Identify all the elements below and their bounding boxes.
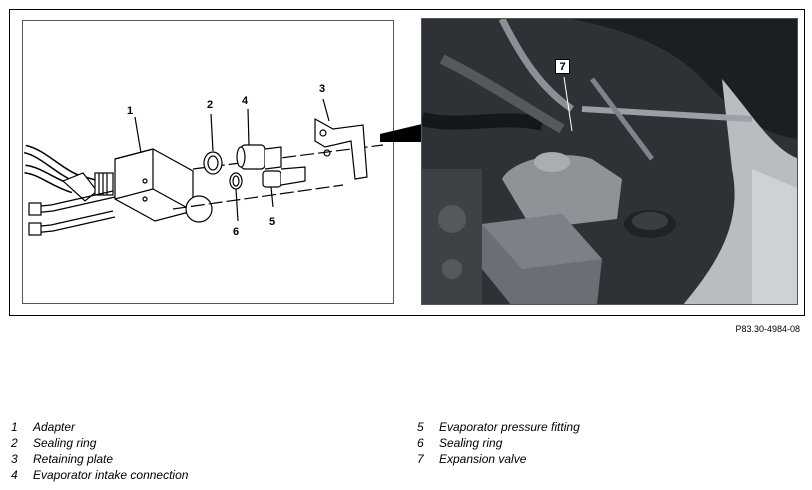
engine-bay-svg [422, 19, 797, 304]
legend-item: 4 Evaporator intake connection [11, 467, 188, 483]
zoom-pointer [380, 124, 422, 142]
callout-6: 6 [233, 226, 240, 238]
figure-frame [9, 9, 805, 316]
legend-number: 3 [11, 452, 18, 466]
exploded-view-drawing [22, 20, 394, 304]
legend-item: 1 Adapter [11, 419, 188, 435]
legend-label: Sealing ring [439, 436, 503, 450]
legend-number: 2 [11, 436, 18, 450]
legend-item: 7 Expansion valve [417, 451, 580, 467]
legend-item: 6 Sealing ring [417, 435, 580, 451]
legend-right-column: 5 Evaporator pressure fitting 6 Sealing ri… [417, 419, 580, 467]
engine-bay-photo [421, 18, 798, 305]
legend-label: Evaporator pressure fitting [439, 420, 580, 434]
legend-number: 7 [417, 452, 424, 466]
legend-label: Evaporator intake connection [33, 468, 189, 482]
callout-2: 2 [207, 99, 214, 111]
legend-number: 4 [11, 468, 18, 482]
exploded-view-svg [23, 98, 384, 236]
photo-reference-code: P83.30-4984-08 [735, 324, 800, 334]
legend-item: 5 Evaporator pressure fitting [417, 419, 580, 435]
legend-item: 3 Retaining plate [11, 451, 188, 467]
legend-item: 2 Sealing ring [11, 435, 188, 451]
legend-number: 6 [417, 436, 424, 450]
legend-label: Retaining plate [33, 452, 114, 466]
callout-7: 7 [555, 59, 570, 74]
legend-label: Adapter [33, 420, 76, 434]
callout-4: 4 [242, 95, 249, 107]
legend-number: 5 [417, 420, 424, 434]
callout-1: 1 [127, 105, 134, 117]
callout-5: 5 [269, 216, 276, 228]
callout-3: 3 [319, 83, 326, 95]
legend-label: Expansion valve [439, 452, 527, 466]
legend-label: Sealing ring [33, 436, 97, 450]
legend-number: 1 [11, 420, 18, 434]
